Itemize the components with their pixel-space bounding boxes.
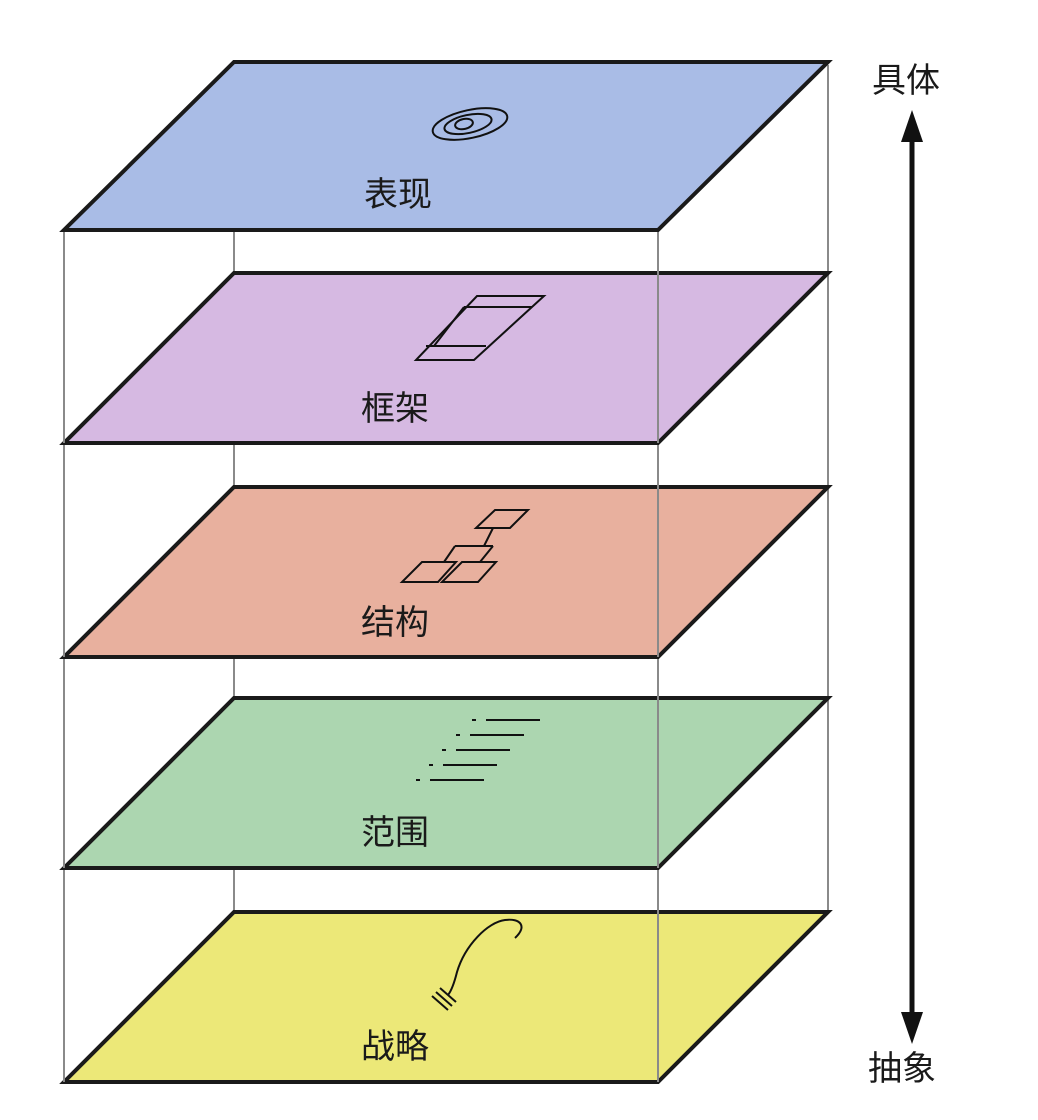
layer-label-strategy: 战略 bbox=[361, 1027, 429, 1067]
layer-label-surface: 表现 bbox=[364, 175, 432, 215]
eye-icon bbox=[431, 107, 509, 141]
arrow-down-icon bbox=[901, 1012, 923, 1044]
layer-strategy: 战略 bbox=[59, 910, 833, 1084]
layer-scope: 范围 bbox=[59, 696, 833, 870]
list-icon bbox=[416, 719, 540, 781]
arrow-up-icon bbox=[901, 110, 923, 142]
layer-structure: 结构 bbox=[59, 485, 833, 659]
layout-icon bbox=[413, 295, 547, 361]
feather-icon bbox=[431, 918, 523, 1011]
axis-label-concrete: 具体 bbox=[872, 61, 940, 101]
plane-strategy bbox=[59, 910, 833, 1084]
layer-label-structure: 结构 bbox=[361, 603, 429, 643]
structure-icon bbox=[399, 509, 531, 583]
plane-scope bbox=[59, 696, 833, 870]
layer-surface: 表现 bbox=[59, 60, 833, 232]
plane-surface bbox=[59, 60, 833, 232]
layer-label-skeleton: 框架 bbox=[361, 389, 429, 429]
axis-label-abstract: 抽象 bbox=[868, 1049, 936, 1089]
abstraction-axis: 具体 抽象 bbox=[868, 61, 940, 1089]
plane-skeleton bbox=[59, 271, 833, 445]
layer-skeleton: 框架 bbox=[59, 271, 833, 445]
layer-label-scope: 范围 bbox=[361, 813, 429, 853]
